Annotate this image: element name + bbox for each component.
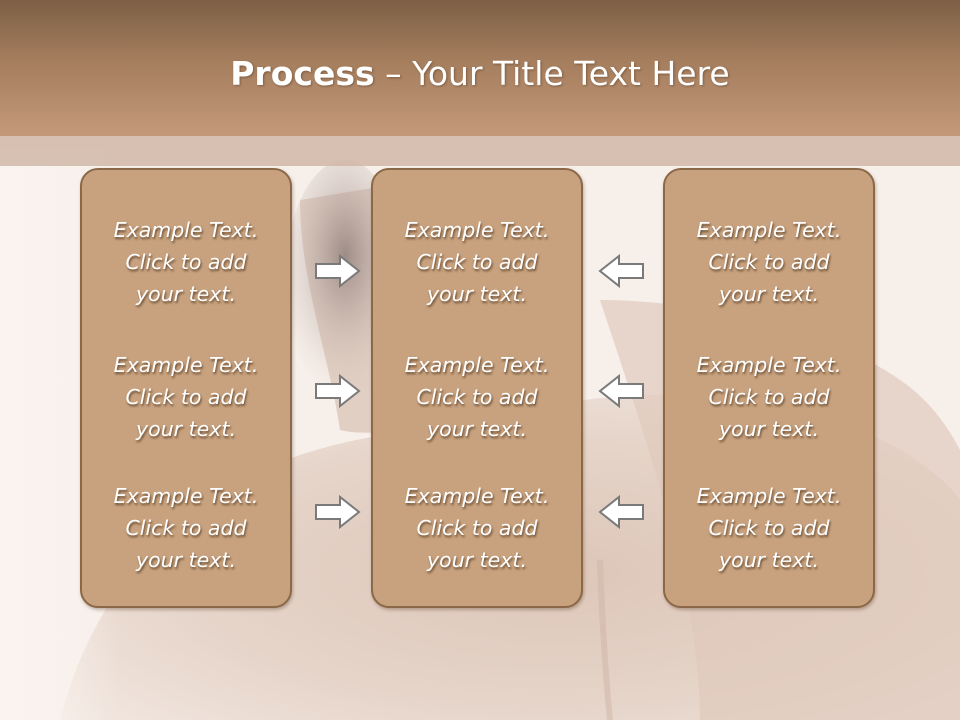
text-block[interactable]: Example Text. Click to add your text. <box>665 214 873 310</box>
text-line: Example Text. <box>696 484 842 508</box>
text-block[interactable]: Example Text. Click to add your text. <box>373 214 581 310</box>
text-line: Click to add <box>708 250 830 274</box>
text-line: your text. <box>136 548 236 572</box>
text-line: Example Text. <box>696 353 842 377</box>
text-block[interactable]: Example Text. Click to add your text. <box>82 214 290 310</box>
text-line: Click to add <box>125 385 247 409</box>
arrow-left-icon <box>597 494 645 530</box>
text-line: Example Text. <box>696 218 842 242</box>
text-line: Click to add <box>416 385 538 409</box>
text-line: Click to add <box>708 385 830 409</box>
text-block[interactable]: Example Text. Click to add your text. <box>665 349 873 445</box>
text-block[interactable]: Example Text. Click to add your text. <box>82 349 290 445</box>
arrow-left-icon <box>597 253 645 289</box>
arrow-right-icon <box>314 494 362 530</box>
text-line: Example Text. <box>113 484 259 508</box>
text-line: Example Text. <box>404 218 550 242</box>
text-line: your text. <box>427 548 527 572</box>
text-line: your text. <box>427 417 527 441</box>
arrow-right-icon <box>314 373 362 409</box>
process-box-right[interactable]: Example Text. Click to add your text. Ex… <box>663 168 875 608</box>
text-line: your text. <box>136 417 236 441</box>
text-block[interactable]: Example Text. Click to add your text. <box>665 480 873 576</box>
text-line: your text. <box>136 282 236 306</box>
arrow-left-icon <box>597 373 645 409</box>
text-line: your text. <box>719 282 819 306</box>
text-block[interactable]: Example Text. Click to add your text. <box>373 480 581 576</box>
process-box-left[interactable]: Example Text. Click to add your text. Ex… <box>80 168 292 608</box>
text-line: Click to add <box>125 516 247 540</box>
title-bar-strip <box>0 136 960 166</box>
text-line: Click to add <box>708 516 830 540</box>
text-line: Example Text. <box>404 353 550 377</box>
text-line: Example Text. <box>404 484 550 508</box>
arrow-right-icon <box>314 253 362 289</box>
text-line: your text. <box>719 548 819 572</box>
text-line: Click to add <box>125 250 247 274</box>
text-line: your text. <box>719 417 819 441</box>
text-block[interactable]: Example Text. Click to add your text. <box>373 349 581 445</box>
title-rest: – Your Title Text Here <box>374 54 730 93</box>
process-box-center[interactable]: Example Text. Click to add your text. Ex… <box>371 168 583 608</box>
text-line: Example Text. <box>113 218 259 242</box>
title-bold: Process <box>230 54 375 93</box>
text-block[interactable]: Example Text. Click to add your text. <box>82 480 290 576</box>
slide-title[interactable]: Process – Your Title Text Here <box>0 52 960 96</box>
text-line: Example Text. <box>113 353 259 377</box>
text-line: your text. <box>427 282 527 306</box>
text-line: Click to add <box>416 250 538 274</box>
title-bar <box>0 0 960 136</box>
text-line: Click to add <box>416 516 538 540</box>
